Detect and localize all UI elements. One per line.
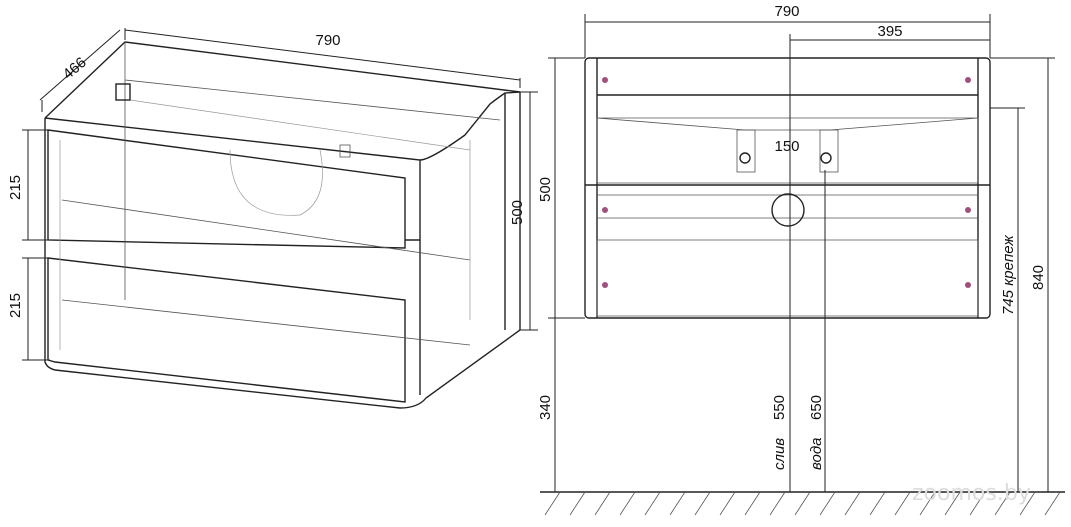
water-label: вода	[808, 438, 825, 470]
front-view: 790 395 150 500 340 550 слив 650 вода 74…	[537, 3, 1065, 516]
water-height-label: 650	[808, 395, 825, 420]
drain-hole	[771, 193, 805, 227]
isometric-view: 790 466 215 215 500	[7, 28, 538, 409]
drain-height-label: 550	[771, 395, 788, 420]
iso-drawer-bottom-label: 215	[7, 293, 24, 318]
drain-label: слив	[771, 438, 788, 470]
front-half-width-label: 395	[877, 23, 902, 40]
floor-gap-label: 340	[537, 395, 554, 420]
total-height-label: 840	[1030, 265, 1047, 290]
front-height-label: 500	[537, 177, 554, 202]
iso-width-label: 790	[315, 32, 340, 49]
iso-height-label: 500	[509, 200, 526, 225]
bracket-spacing-label: 150	[774, 138, 799, 155]
watermark: zoomos.by	[912, 481, 1031, 506]
front-width-label: 790	[774, 3, 799, 20]
mount-height-label: 745 крепеж	[1000, 235, 1017, 315]
iso-drawer-top-label: 215	[7, 175, 24, 200]
